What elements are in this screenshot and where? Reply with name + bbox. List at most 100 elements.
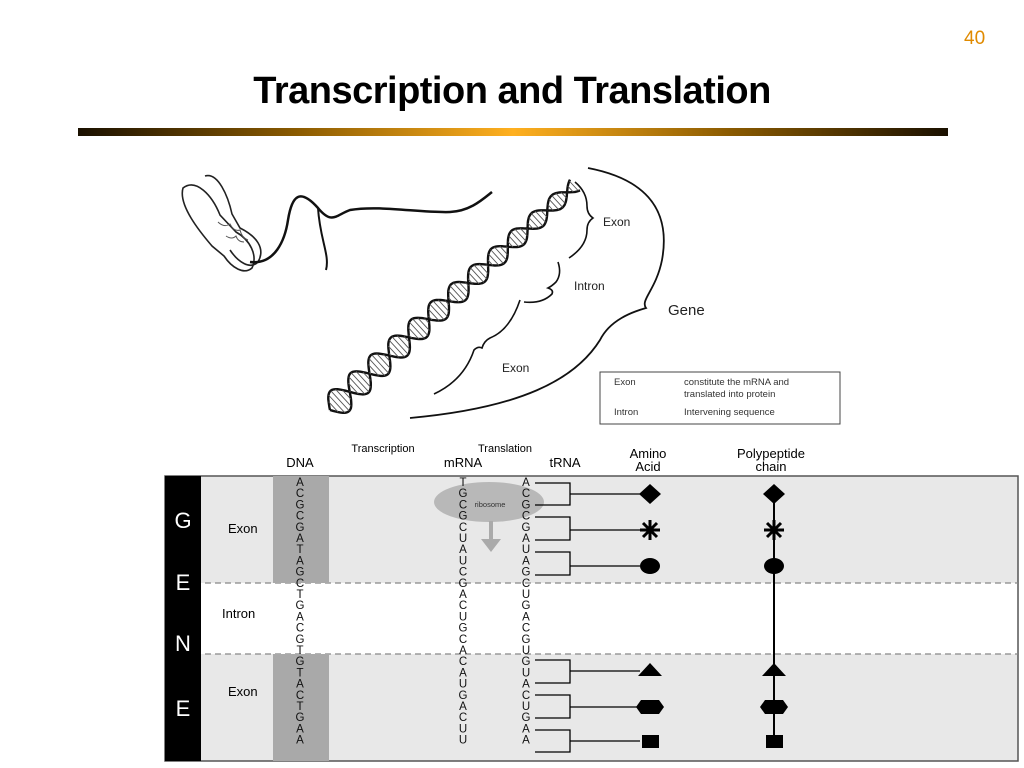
chain-circle-icon [764,558,784,574]
helix-rung [447,290,460,303]
helix-rung [465,282,469,287]
helix-rung [508,235,520,248]
dna-double-helix [327,179,581,414]
helix-rung [432,300,448,318]
mrna-base: U [459,611,467,623]
gene-label: Gene [668,302,705,319]
codon-brackets [535,482,640,753]
page-number: 40 [964,28,986,49]
helix-rung [350,372,370,393]
helix-rung [330,390,350,412]
dna-base: A [296,723,304,735]
chain-triangle-icon [762,663,786,676]
trna-base: A [522,723,530,735]
mrna-base: U [459,679,467,691]
helix-rung [530,213,544,227]
dna-base: G [296,522,305,534]
triangle-icon [638,663,662,676]
trna-base: U [522,645,530,657]
dna-base: A [296,611,304,623]
helix-rung [424,318,430,324]
header-amino-2: Acid [635,459,660,474]
helix-rung [437,299,450,312]
helix-rung [391,336,409,355]
legend-term-intron: Intron [614,407,638,418]
trna-base: A [522,679,530,691]
helix-rung [567,185,574,193]
mrna-base: G [459,623,468,635]
helix-rung [449,285,465,302]
dna-base: T [296,667,303,679]
codon-bracket [535,551,571,576]
helix-rung [388,353,392,357]
mrna-base: C [459,567,467,579]
trna-base: G [522,712,531,724]
title-divider [78,128,948,136]
mrna-base: G [459,488,468,500]
trna-base: G [522,522,531,534]
helix-rung [368,372,372,375]
dna-base: A [296,477,304,489]
header-polypeptide-2: chain [755,459,786,474]
mrna-base: C [459,499,467,511]
square-icon [642,735,659,748]
legend-desc-exon-2: translated into protein [684,389,775,400]
helix-rung [487,259,494,266]
trna-base: C [522,690,530,702]
trna-base: U [522,667,530,679]
helix-rung [467,278,473,284]
circle-icon [640,558,660,574]
ribosome-label: ribosome [475,500,506,509]
mrna-base: G [459,511,468,523]
region-label-intron: Intron [222,606,255,621]
trna-base: U [522,544,530,556]
dna-base: C [296,488,304,500]
trna-base: A [522,477,530,489]
helix-rung [328,394,346,414]
trna-base: G [522,499,531,511]
chain-diamond-icon [763,484,785,504]
dna-loop [317,207,328,271]
exon-brace-bottom [433,299,521,395]
helix-rung [417,317,430,331]
helix-rung [458,281,469,293]
dna-base: G [296,712,305,724]
helix-rung [371,354,390,374]
helix-rung [342,389,352,400]
down-arrow-icon [481,521,501,552]
helix-rung [368,364,379,376]
dna-base: A [296,735,304,747]
helix-rung [494,246,507,261]
dna-base: A [296,533,304,545]
helix-rung [453,282,468,299]
helix-rung [527,222,534,230]
helix-rung [447,297,453,303]
exon-label-top: Exon [603,215,630,229]
dna-exon-strip-2 [273,654,329,761]
legend-box: Exon constitute the mRNA and translated … [599,371,841,425]
helix-rung [540,209,548,218]
helix-strand-1 [329,189,581,414]
trna-base: A [522,611,530,623]
dna-base: C [296,690,304,702]
intron-band [165,583,1018,654]
dna-base: T [296,544,303,556]
dna-strand [249,191,493,264]
mrna-base: C [459,656,467,668]
ribosome [434,482,544,522]
intron-brace [523,261,561,304]
helix-rung [485,264,489,268]
helix-rung [551,195,564,208]
helix-rung [328,401,339,413]
dna-base: G [296,600,305,612]
helix-rung [368,358,386,377]
dna-exon-strip-1 [273,476,329,583]
trna-base: U [522,701,530,713]
trna-base: U [522,589,530,601]
helix-rung [510,231,524,246]
helix-rung [507,241,514,248]
chromosome-icon [181,174,262,272]
dna-base: C [296,511,304,523]
helix-rung [534,210,546,223]
